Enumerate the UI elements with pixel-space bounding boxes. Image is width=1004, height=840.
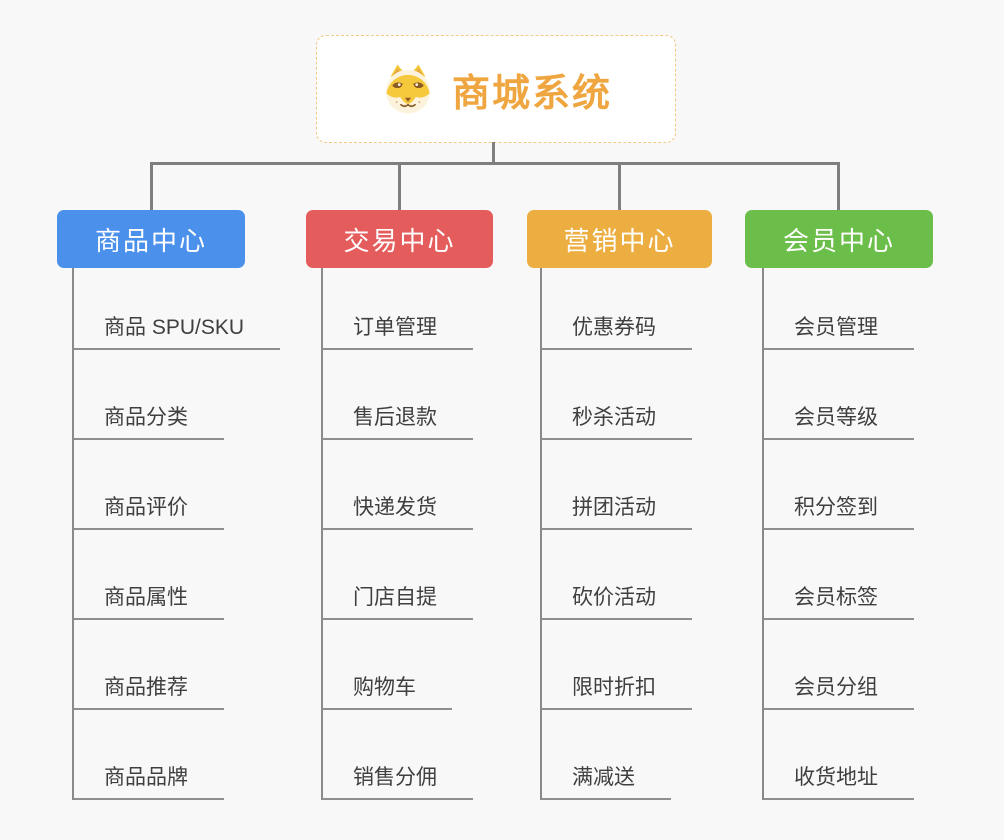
root-title: 商城系统	[451, 72, 612, 115]
leaf-node[interactable]: 优惠券码	[542, 314, 692, 350]
leaf-node[interactable]: 秒杀活动	[542, 404, 692, 440]
leaf-node[interactable]: 满减送	[542, 764, 671, 800]
leaf-node[interactable]: 订单管理	[323, 314, 473, 350]
branch-node-marketing-center[interactable]: 营销中心	[527, 210, 712, 268]
branch-label: 交易中心	[343, 225, 456, 256]
branch-children-marketing-center: 优惠券码 秒杀活动 拼团活动 砍价活动 限时折扣 满减送	[540, 268, 692, 800]
leaf-node[interactable]: 商品 SPU/SKU	[74, 314, 281, 350]
leaf-node[interactable]: 收货地址	[764, 764, 914, 800]
leaf-node[interactable]: 限时折扣	[542, 674, 692, 710]
dog-face-icon	[380, 61, 436, 117]
leaf-node[interactable]: 商品分类	[74, 404, 224, 440]
leaf-node[interactable]: 快递发货	[323, 494, 473, 530]
leaf-node[interactable]: 商品属性	[74, 584, 224, 620]
branch-label: 会员中心	[782, 225, 895, 256]
connector-drop-product	[150, 163, 153, 210]
leaf-node[interactable]: 购物车	[323, 674, 452, 710]
leaf-node[interactable]: 售后退款	[323, 404, 473, 440]
branch-label: 商品中心	[94, 225, 207, 256]
connector-drop-member	[837, 163, 840, 210]
branch-node-product-center[interactable]: 商品中心	[57, 210, 245, 268]
branch-children-product-center: 商品 SPU/SKU 商品分类 商品评价 商品属性 商品推荐 商品品牌	[72, 268, 281, 800]
leaf-node[interactable]: 拼团活动	[542, 494, 692, 530]
leaf-node[interactable]: 会员标签	[764, 584, 914, 620]
branch-node-member-center[interactable]: 会员中心	[745, 210, 933, 268]
leaf-node[interactable]: 会员管理	[764, 314, 914, 350]
leaf-node[interactable]: 砍价活动	[542, 584, 692, 620]
connector-drop-trade	[398, 163, 401, 210]
connector-trunk	[150, 162, 840, 165]
leaf-node[interactable]: 会员等级	[764, 404, 914, 440]
leaf-node[interactable]: 销售分佣	[323, 764, 473, 800]
branch-label: 营销中心	[563, 225, 676, 256]
root-node-mall-system[interactable]: 商城系统	[316, 35, 676, 143]
leaf-node[interactable]: 商品评价	[74, 494, 224, 530]
leaf-node[interactable]: 会员分组	[764, 674, 914, 710]
connector-root-stub	[492, 142, 495, 164]
branch-node-trade-center[interactable]: 交易中心	[306, 210, 493, 268]
branch-children-trade-center: 订单管理 售后退款 快递发货 门店自提 购物车 销售分佣	[321, 268, 473, 800]
connector-drop-marketing	[618, 163, 621, 210]
branch-children-member-center: 会员管理 会员等级 积分签到 会员标签 会员分组 收货地址	[762, 268, 914, 800]
leaf-node[interactable]: 门店自提	[323, 584, 473, 620]
leaf-node[interactable]: 商品推荐	[74, 674, 224, 710]
leaf-node[interactable]: 商品品牌	[74, 764, 224, 800]
leaf-node[interactable]: 积分签到	[764, 494, 914, 530]
